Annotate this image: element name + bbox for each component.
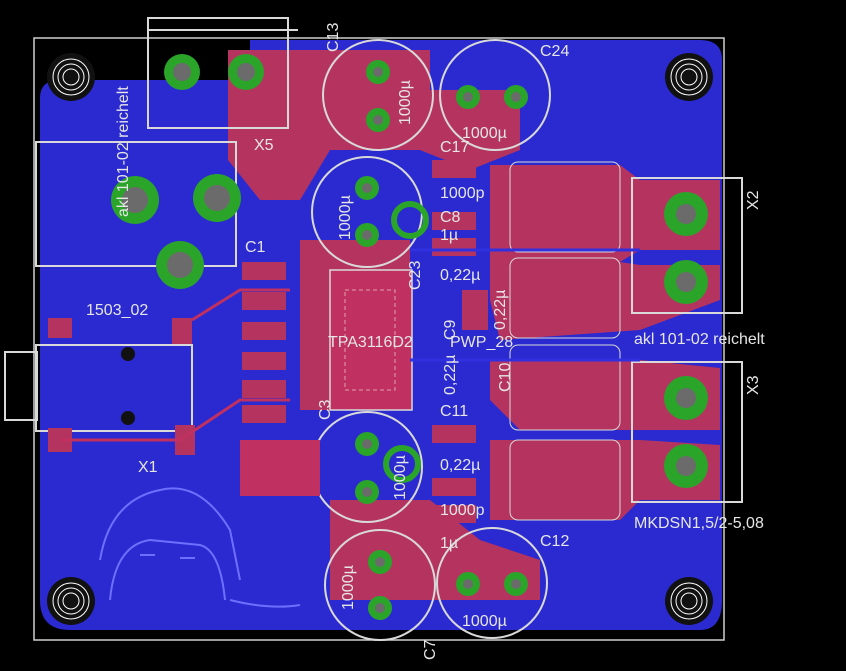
capacitor-c5 (311, 156, 429, 268)
label-c11-value: 0,22µ (440, 457, 480, 474)
label-c8-value: 1µ (440, 227, 458, 244)
label-ic: TPA3116D2 (328, 334, 413, 351)
label-x5-value: akl 101-02 reichelt (115, 86, 132, 217)
label-x1: X1 (138, 459, 158, 476)
label-c7: C7 (422, 639, 439, 660)
label-c13: C13 (325, 23, 342, 52)
mounting-hole-top-left (47, 53, 95, 101)
label-x3: X3 (745, 375, 762, 395)
label-c3: C3 (317, 399, 334, 420)
label-c4-value: 1000µ (392, 455, 409, 500)
mounting-holes (47, 53, 713, 625)
traces (60, 248, 640, 442)
connector-x1 (4, 318, 195, 455)
connector-x5 (147, 17, 298, 129)
label-x2: X2 (745, 190, 762, 210)
capacitor-c4 (311, 411, 423, 523)
smd-capacitor-bank-right (432, 160, 488, 523)
capacitor-c6 (436, 527, 548, 639)
inductors (509, 161, 621, 521)
label-1503-02: 1503_02 (86, 302, 148, 319)
label-c15-value: 1µ (440, 535, 458, 552)
connector-x2 (631, 177, 743, 314)
decorative-cat-drawing (99, 487, 301, 608)
label-c17: C17 (440, 139, 469, 156)
label-c10-value: 0,22µ (442, 355, 459, 395)
mounting-hole-bottom-right (665, 577, 713, 625)
label-c10: C10 (497, 363, 514, 392)
connector-1503-02 (35, 141, 241, 289)
label-c16-value: 1000p (440, 502, 485, 519)
capacitor-c7 (324, 529, 436, 641)
silkscreen-labels: C13 C24 1000µ 1000µ X5 akl 101-02 reiche… (86, 23, 765, 660)
connector-x3 (631, 361, 743, 503)
label-c24-value: 1000µ (462, 125, 507, 142)
label-c9-value: 0,22µ (492, 290, 509, 330)
label-c12: C12 (540, 533, 569, 550)
label-c6-value: 1000µ (462, 613, 507, 630)
capacitor-c13 (322, 39, 434, 151)
label-c13-value: 1000µ (397, 80, 414, 125)
label-c9: C9 (442, 319, 459, 340)
label-c8: C8 (440, 209, 461, 226)
label-x2-value: akl 101-02 reichelt (634, 331, 765, 348)
label-c5-value: 1000µ (337, 195, 354, 240)
label-c23: C23 (407, 261, 424, 290)
mounting-hole-top-right (665, 53, 713, 101)
ic-tpa3116d2 (329, 269, 413, 411)
label-c7-value: 1000µ (340, 565, 357, 610)
label-ic-package: PWP_28 (450, 334, 513, 351)
smd-capacitor-bank-left (240, 262, 320, 496)
label-x3-value: MKDSN1,5/2-5,08 (634, 515, 764, 532)
label-c17-value: 1000p (440, 185, 485, 202)
label-c22-value: 0,22µ (440, 267, 480, 284)
label-x5: X5 (254, 137, 274, 154)
capacitor-c24 (439, 39, 551, 151)
label-c24: C24 (540, 43, 569, 60)
label-c1: C1 (245, 239, 266, 256)
label-c11: C11 (440, 403, 468, 420)
mounting-hole-bottom-left (47, 577, 95, 625)
